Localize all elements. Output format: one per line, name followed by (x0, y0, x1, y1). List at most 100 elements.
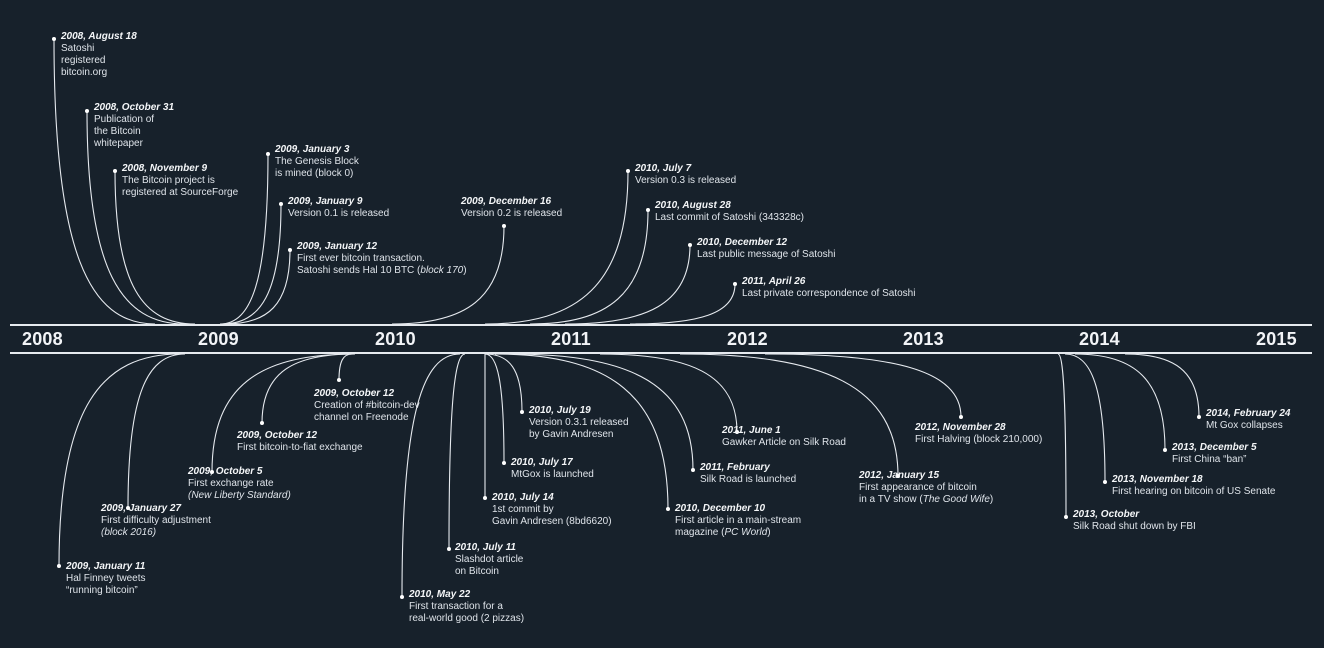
connector-b17 (1064, 353, 1106, 483)
event-dot-e7 (502, 224, 506, 228)
event-description: Publication of the Bitcoin whitepaper (94, 114, 155, 149)
event-date: 2009, October 12 (237, 430, 318, 441)
year-label-2015: 2015 (1256, 329, 1297, 349)
event-date: 2009, January 12 (297, 241, 378, 252)
event-description: The Bitcoin project is registered at Sou… (122, 175, 239, 198)
event-description: Last public message of Satoshi (697, 249, 836, 260)
event-date: 2011, February (700, 462, 770, 473)
event-description: First appearance of bitcoin in a TV show… (859, 482, 994, 505)
event-dot-b7 (447, 547, 451, 551)
connector-e8 (484, 170, 629, 325)
event-description: First exchange rate (New Liberty Standar… (188, 478, 291, 501)
event-description: MtGox is launched (511, 469, 594, 480)
connector-b9 (484, 353, 505, 464)
event-date: 2013, December 5 (1172, 442, 1257, 453)
event-description: First hearing on bitcoin of US Senate (1112, 486, 1276, 497)
event-date: 2008, August 18 (61, 31, 137, 42)
event-dot-e9 (646, 208, 650, 212)
event-dot-e10 (688, 243, 692, 247)
event-description: Last private correspondence of Satoshi (742, 288, 916, 299)
event-date: 2011, June 1 (722, 425, 781, 436)
event-dot-b19 (1197, 415, 1201, 419)
event-date: 2011, April 26 (742, 276, 806, 287)
event-dot-b17 (1103, 480, 1107, 484)
year-label-2010: 2010 (375, 329, 416, 349)
event-dot-b3 (210, 470, 214, 474)
event-dot-e4 (266, 152, 270, 156)
event-description: First China “ban” (1172, 454, 1247, 465)
event-description: Hal Finney tweets “running bitcoin” (66, 573, 146, 596)
connector-b13 (599, 353, 738, 433)
connector-b5 (338, 353, 353, 381)
event-date: 2008, November 9 (122, 163, 208, 174)
event-description: Creation of #bitcoin-dev channel on Free… (314, 400, 420, 423)
event-description: First article in a main-stream magazine … (675, 515, 802, 538)
year-label-2014: 2014 (1079, 329, 1120, 349)
event-dot-e2 (85, 109, 89, 113)
event-description: The Genesis Block is mined (block 0) (275, 156, 359, 179)
event-date: 2009, October 5 (188, 466, 263, 477)
connector-b3 (211, 353, 356, 473)
connector-b14 (679, 353, 899, 477)
event-description: First Halving (block 210,000) (915, 434, 1043, 445)
event-dot-b5 (337, 378, 341, 382)
event-dot-b16 (1064, 515, 1068, 519)
connector-b11 (494, 353, 669, 510)
event-description: First transaction for a real-world good … (409, 601, 525, 624)
connector-e3 (114, 170, 196, 325)
event-dot-b6 (400, 595, 404, 599)
connector-b10 (484, 353, 523, 413)
year-label-2013: 2013 (903, 329, 944, 349)
event-description: Gawker Article on Silk Road (722, 437, 846, 448)
connector-b18 (1074, 353, 1166, 451)
event-dot-e5 (279, 202, 283, 206)
connector-e4 (219, 153, 269, 325)
event-date: 2009, January 3 (275, 144, 350, 155)
event-date: 2009, January 27 (101, 503, 182, 514)
event-date: 2010, July 11 (455, 542, 516, 553)
event-description: First bitcoin-to-fiat exchange (237, 442, 363, 453)
year-label-2009: 2009 (198, 329, 239, 349)
connector-b12 (509, 353, 694, 471)
event-dot-b1 (57, 564, 61, 568)
event-dot-b13 (735, 430, 739, 434)
event-date: 2012, November 28 (915, 422, 1006, 433)
event-description: First ever bitcoin transaction. Satoshi … (297, 253, 467, 276)
connector-b6 (401, 353, 461, 598)
event-dot-b15 (959, 415, 963, 419)
event-dot-b8 (483, 496, 487, 500)
event-dot-b4 (260, 421, 264, 425)
connector-b4 (261, 353, 356, 424)
event-date: 2010, August 28 (655, 200, 731, 211)
event-date: 2012, January 15 (859, 470, 940, 481)
event-dot-b11 (666, 507, 670, 511)
event-dot-e6 (288, 248, 292, 252)
event-dot-e8 (626, 169, 630, 173)
event-date: 2010, December 12 (697, 237, 788, 248)
event-date: 2010, July 17 (511, 457, 573, 468)
event-dot-b2 (126, 506, 130, 510)
event-date: 2009, October 12 (314, 388, 395, 399)
